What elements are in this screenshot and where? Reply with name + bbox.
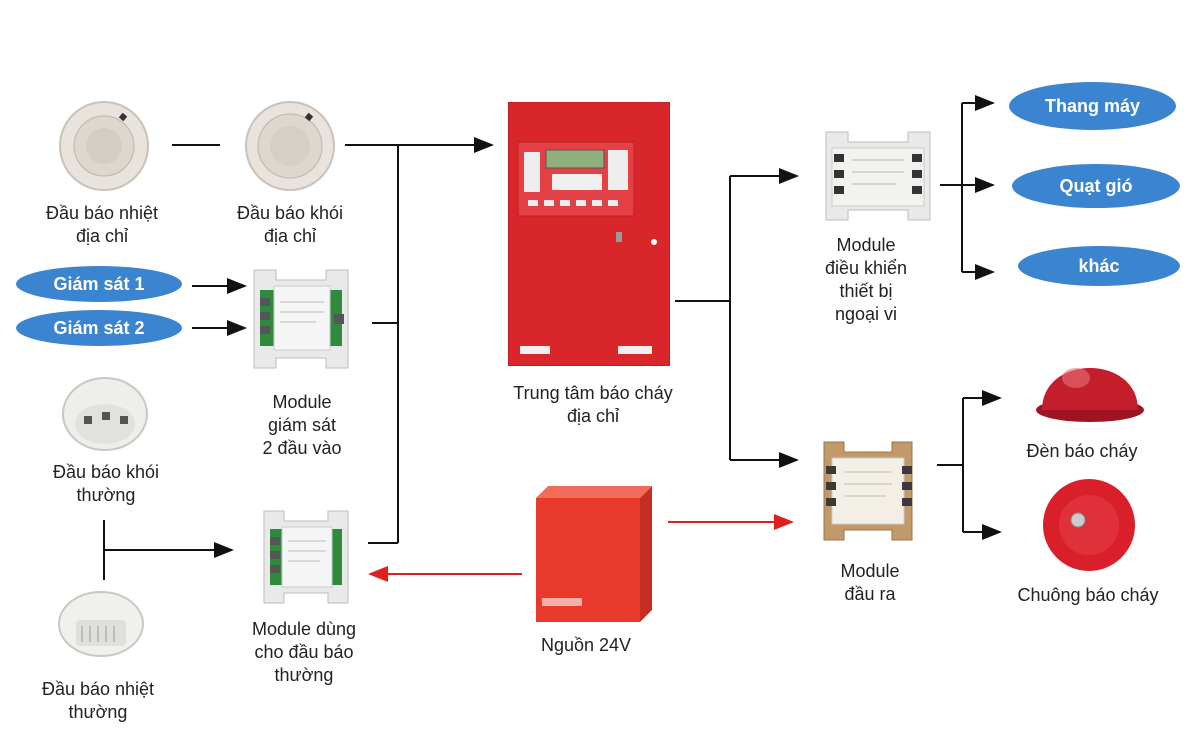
strobe-light-label: Đèn báo cháy — [1026, 441, 1138, 461]
fire-alarm-panel-icon — [508, 102, 670, 366]
smoke-detector-addressable-icon — [245, 101, 335, 191]
monitor-input-2: Giám sát 2 — [16, 310, 182, 346]
strobe-light-icon — [1036, 368, 1144, 422]
power-supply-icon — [536, 486, 652, 622]
output-module-icon — [823, 441, 913, 541]
monitor-input-1: Giám sát 1 — [16, 266, 182, 302]
heat-detector-addressable-icon — [59, 101, 149, 191]
power-supply-label: Nguồn 24V — [540, 635, 632, 655]
fire-bell-icon — [1043, 479, 1135, 571]
conventional-module-icon — [263, 510, 349, 604]
peripheral-elevator: Thang máy — [1009, 82, 1176, 130]
heat-detector-conventional-icon — [58, 591, 144, 657]
peripheral-fan: Quạt gió — [1012, 164, 1180, 208]
monitor-module-icon — [253, 269, 349, 369]
control-module-icon — [825, 131, 931, 221]
peripheral-other: khác — [1018, 246, 1180, 286]
smoke-detector-conventional-icon — [62, 377, 148, 451]
fire-bell-label: Chuông báo cháy — [1017, 585, 1159, 605]
